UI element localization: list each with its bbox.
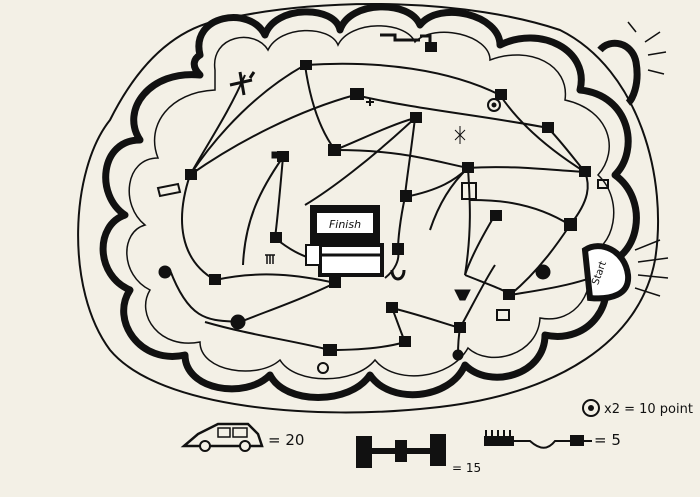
legend-coin-text: x2 = 10 point [604, 402, 693, 417]
cross-icon [366, 98, 374, 106]
legend-car-text: = 20 [268, 431, 304, 449]
finish-label: Finish [329, 218, 361, 231]
fork-icon [265, 254, 275, 264]
tv-icon [597, 179, 609, 189]
cloud-outline [99, 3, 640, 401]
magnet-icon [390, 269, 406, 281]
trophy-icon [454, 289, 471, 301]
legend-bridge-icon [356, 434, 446, 468]
lamp-icon [535, 264, 551, 280]
cloud-inner-outline [126, 25, 615, 380]
coin-icon [487, 98, 501, 112]
legend-coin-icon [582, 399, 600, 417]
racket-icon [452, 349, 464, 361]
legend [180, 399, 600, 468]
legend-chain-text: = 5 [594, 431, 621, 449]
ring-icon [317, 362, 329, 374]
legend-chain-icon [484, 430, 592, 449]
outer-loop-track [77, 3, 659, 414]
bomb-icon [158, 265, 172, 279]
airplane-icon [229, 71, 256, 96]
track-stations [185, 42, 591, 356]
hat-icon [271, 151, 285, 159]
chain-icon [380, 33, 432, 44]
finish-box [305, 205, 384, 277]
legend-bridge-text: = 15 [452, 461, 481, 475]
small-car-icon [156, 182, 182, 198]
sparkle-icon [454, 126, 466, 144]
board-pictograms [156, 33, 609, 374]
start-gate [581, 239, 669, 302]
book-icon [496, 309, 510, 321]
sun-icon [597, 21, 667, 106]
basket-icon [461, 182, 477, 200]
legend-car-icon [180, 422, 264, 452]
star-burst-icon [230, 314, 246, 330]
